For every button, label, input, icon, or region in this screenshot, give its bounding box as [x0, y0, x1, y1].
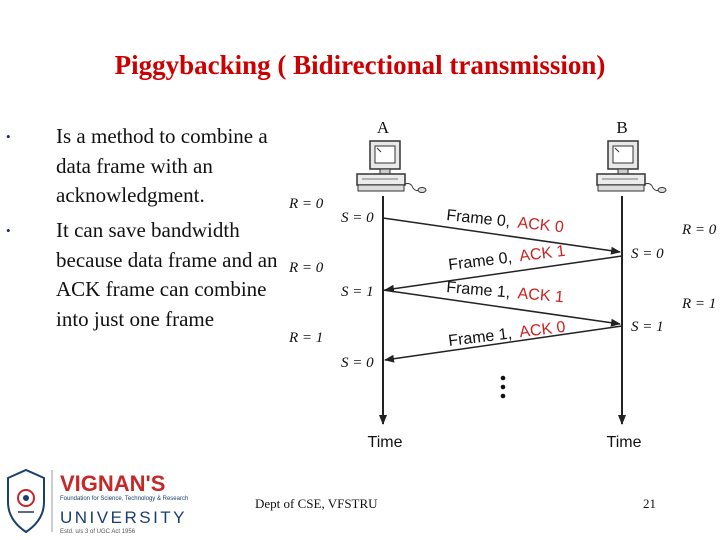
frame-ack-text: ACK 1 [517, 285, 565, 306]
bullet-line: into just one frame [56, 306, 215, 331]
frame-ack-text: ACK 1 [518, 243, 566, 266]
frame-ack-text: ACK 0 [518, 319, 566, 342]
bullet-line: It can save bandwidth [56, 218, 240, 242]
time-label-b: Time [607, 434, 642, 451]
station-b-label: B [616, 118, 627, 137]
state-label-a: R = 0 [288, 196, 324, 212]
page-number: 21 [643, 496, 656, 511]
state-label-b: S = 0 [631, 246, 664, 262]
frame-data-text: Frame 0, [447, 249, 513, 274]
bullet-text: It can save bandwidth because data frame… [56, 216, 290, 334]
frame-arrow-1 [382, 217, 621, 255]
frame-data-text: Frame 1, [446, 279, 511, 302]
state-label-a: R = 0 [288, 260, 324, 276]
logo-established: Estd. u/s 3 of UGC Act 1956 [60, 529, 136, 535]
bullet-line: Is a method to combine a [56, 124, 268, 148]
state-label-b: R = 0 [681, 222, 717, 238]
bullet-line: data frame with an [56, 153, 213, 178]
time-label-a: Time [368, 434, 403, 451]
bullet-list: • Is a method to combine a data frame wi… [0, 122, 290, 352]
frame-arrow-4 [384, 325, 623, 363]
bullet-line: because data frame and an [56, 247, 278, 272]
frame-label-3: Frame 1, ACK 1 [446, 279, 565, 306]
frame-label-4: Frame 1, ACK 0 [447, 319, 566, 350]
bullet-line: acknowledgment. [56, 183, 205, 207]
frame-label-2: Frame 0, ACK 1 [447, 243, 566, 274]
frame-arrow-2 [384, 255, 623, 293]
logo-name: VIGNAN'S [60, 471, 165, 496]
emblem-icon [7, 468, 45, 534]
state-label-b: R = 1 [681, 296, 716, 312]
station-a-label: A [377, 118, 390, 137]
frame-arrow-3 [382, 289, 621, 327]
frame-data-text: Frame 0, [446, 207, 511, 231]
slide-title: Piggybacking ( Bidirectional transmissio… [114, 50, 606, 80]
computer-a-icon [356, 140, 427, 193]
bullet-dot: • [6, 223, 11, 238]
state-label-b: S = 1 [631, 319, 664, 335]
frame-ack-text: ACK 0 [517, 215, 565, 237]
university-logo: VIGNAN'S Foundation for Science, Technol… [7, 468, 188, 535]
computer-b-icon [596, 140, 667, 193]
bullet-line: ACK frame can combine [56, 277, 267, 301]
logo-university: UNIVERSITY [60, 508, 187, 527]
bullet-text: Is a method to combine a data frame with… [56, 122, 290, 211]
state-label-a: S = 0 [341, 210, 374, 226]
footer-text: Dept of CSE, VFSTRU [255, 496, 378, 511]
bullet-dot: • [6, 129, 11, 144]
state-label-a: S = 0 [341, 355, 374, 371]
state-label-a: S = 1 [341, 284, 374, 300]
frame-label-1: Frame 0, ACK 0 [446, 207, 565, 236]
continuation-dots [500, 375, 506, 399]
logo-tagline: Foundation for Science, Technology & Res… [60, 496, 188, 502]
state-label-a: R = 1 [288, 330, 323, 346]
